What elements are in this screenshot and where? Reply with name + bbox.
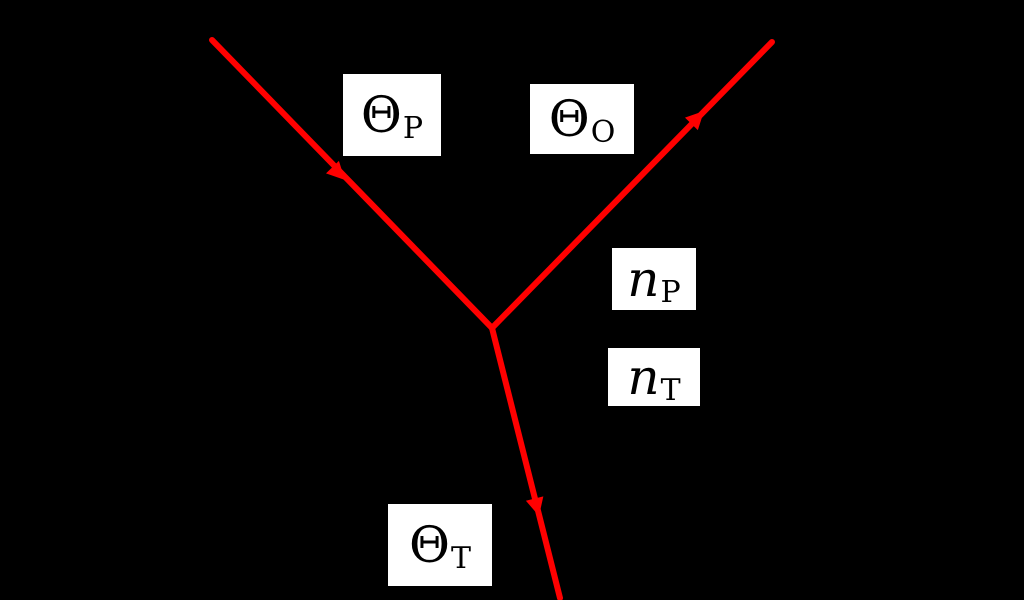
reflected-ray	[489, 39, 775, 331]
transmitted-ray-arrowhead	[525, 496, 544, 516]
incident-ray-arrowhead	[325, 160, 345, 180]
n-p-symbol: n	[627, 250, 660, 308]
reflected-ray-arrowhead	[684, 111, 704, 131]
theta-p-symbol: Θ	[360, 86, 402, 144]
n-t-subscript: T	[660, 373, 681, 408]
theta-p-subscript: P	[402, 111, 424, 146]
theta-o-symbol: Θ	[548, 90, 590, 148]
theta-t-subscript: T	[450, 541, 471, 576]
incident-ray	[209, 37, 495, 331]
transmitted-ray	[489, 325, 563, 600]
n-p-subscript: P	[660, 275, 681, 310]
theta-o-subscript: O	[590, 115, 616, 150]
n-t-symbol: n	[627, 348, 660, 406]
theta-t-symbol: Θ	[408, 516, 450, 574]
